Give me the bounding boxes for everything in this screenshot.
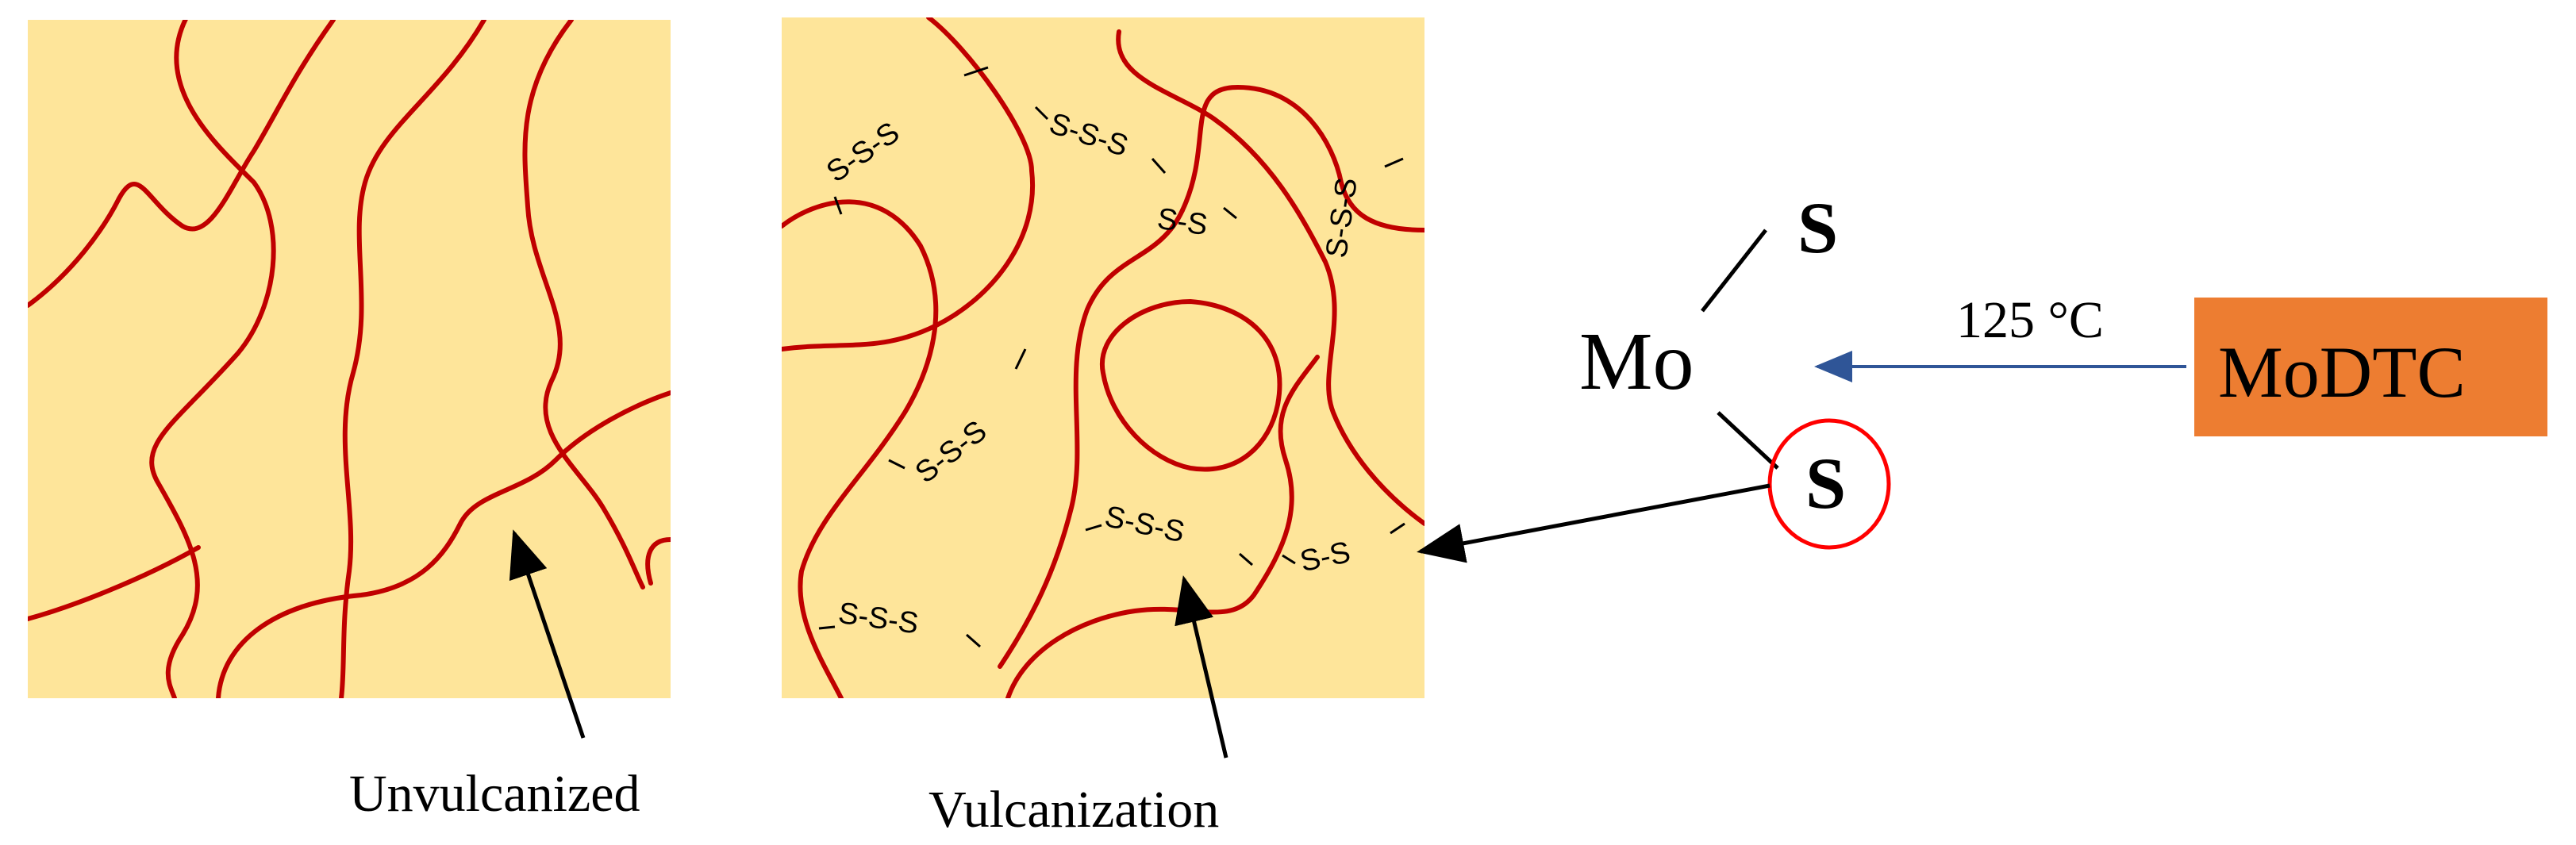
modtc-label: MoDTC (2218, 332, 2466, 413)
bridge-tick (1151, 158, 1167, 174)
polymer-chain (149, 20, 276, 698)
sulfur-top-atom: S (1797, 187, 1838, 268)
bridge-tick (1034, 106, 1049, 121)
modtc-box (2194, 298, 2547, 436)
sulfur-bridge: S-S (1155, 202, 1210, 242)
bridge-tick (1390, 522, 1405, 535)
polymer-chain (339, 20, 486, 698)
polymer-chain (645, 537, 671, 586)
bridge-tick (966, 633, 981, 648)
temperature-label: 125 °C (1956, 291, 2104, 349)
vulcanization-arrow (1175, 575, 1228, 759)
polymer-chain (998, 208, 1185, 669)
bridge-tick (1223, 206, 1237, 220)
unvulcanized-label: Unvulcanized (349, 765, 640, 823)
bridge-tick (1384, 157, 1404, 168)
unvulcanized-panel (28, 20, 671, 698)
bridge-tick (1282, 554, 1296, 565)
polymer-chain (522, 20, 645, 590)
polymer-chain (782, 17, 1036, 351)
unvulcanized-arrow (509, 529, 586, 739)
vulcanization-panel: S-S-S S-S-S S-S S-S-S S-S-S S-S-S S-S S-… (782, 17, 1424, 698)
bridge-tick (818, 625, 836, 630)
polymer-ring (1099, 299, 1282, 472)
polymer-chain (782, 199, 939, 698)
sulfur-highlight-circle (1767, 418, 1891, 550)
polymer-chain (1180, 85, 1424, 232)
polymer-chain (1005, 355, 1320, 698)
bond-mo-s-top (1701, 229, 1767, 313)
bridge-tick (833, 196, 843, 215)
bridge-tick (1085, 524, 1102, 532)
polymer-chain (216, 390, 671, 698)
sulfur-transfer-arrow (1417, 483, 1771, 563)
vulcanization-label: Vulcanization (929, 781, 1219, 839)
polymer-chain (1116, 29, 1424, 526)
mo-sulfide-molecule: Mo S S (1579, 187, 1891, 550)
bridge-tick (1014, 348, 1027, 370)
bond-mo-s-bottom (1717, 411, 1779, 470)
bridge-tick (963, 66, 989, 77)
polymer-chain (28, 545, 201, 621)
mo-atom: Mo (1579, 316, 1694, 407)
bridge-tick (888, 459, 905, 470)
bridge-tick (1239, 552, 1253, 567)
sulfur-circled-atom: S (1805, 443, 1846, 524)
polymer-chain (28, 20, 336, 308)
